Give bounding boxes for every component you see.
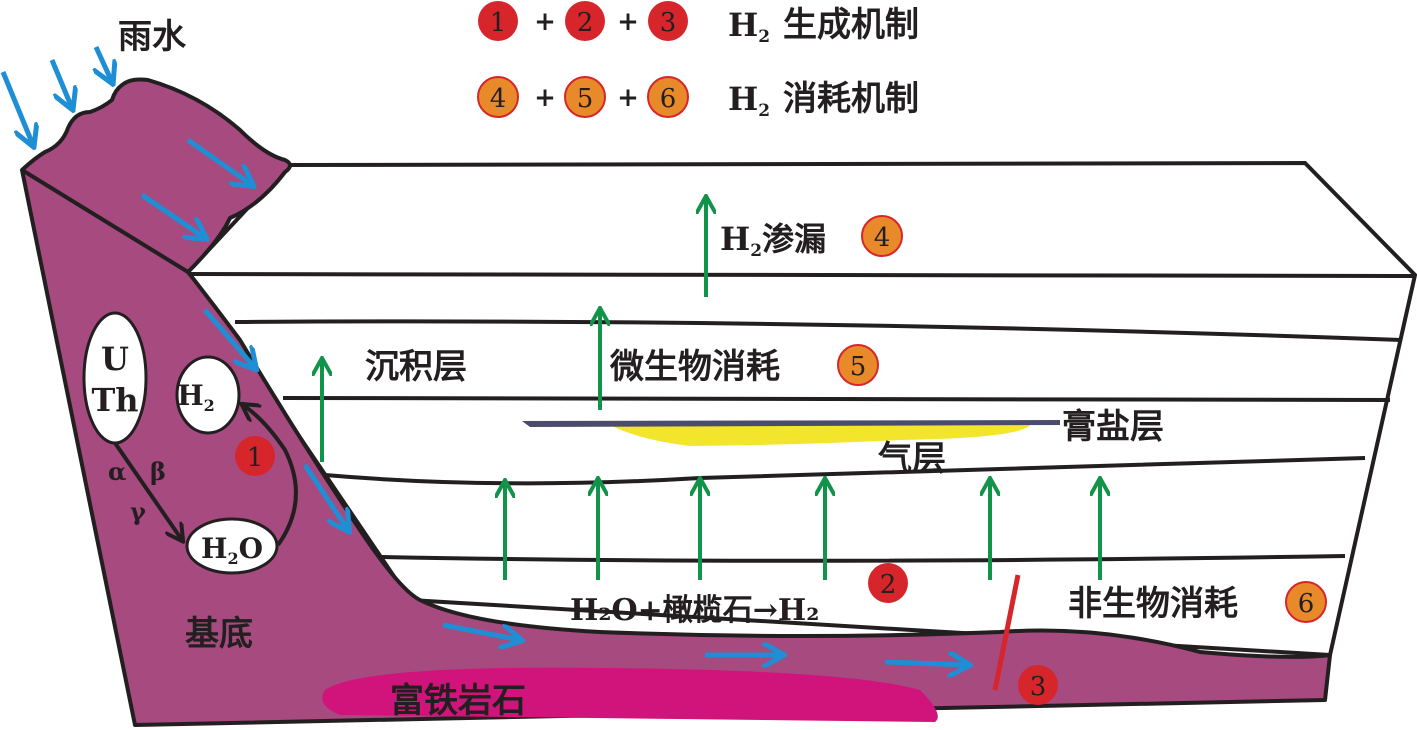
svg-text:5: 5	[577, 84, 594, 114]
svg-text:4: 4	[490, 84, 507, 114]
sediment-label: 沉积层	[365, 347, 467, 387]
layer-line-3	[324, 456, 1366, 486]
rain-label: 雨水	[118, 17, 187, 57]
svg-text:1: 1	[490, 8, 507, 38]
svg-text:4: 4	[874, 223, 891, 253]
h2-bubble	[175, 355, 241, 435]
svg-text:3: 3	[1030, 672, 1047, 702]
water-flow-arrow-icon	[140, 192, 205, 238]
layer-line-2	[282, 396, 1391, 402]
decay-arrow	[113, 441, 182, 540]
badge-6: 6	[1285, 581, 1327, 623]
abiotic-consumption-label: 非生物消耗	[1068, 584, 1238, 624]
block-top-edge	[187, 272, 1416, 278]
u-label: U	[101, 340, 129, 378]
svg-text:5: 5	[850, 352, 867, 382]
svg-text:+: +	[534, 7, 556, 37]
evaporite-layer	[522, 420, 1060, 427]
rain-arrows	[0, 45, 112, 145]
basement-label: 基底	[185, 614, 253, 654]
basement-edge	[20, 168, 190, 274]
legend-consumption: 4 + 5 + 6 H2 消耗机制	[477, 76, 919, 121]
h2o-bubble	[185, 517, 279, 575]
badge-1: 1	[235, 436, 275, 476]
serpentinization-reaction: H₂O+橄榄石→H₂	[570, 593, 819, 628]
microbial-consumption-label: 微生物消耗	[609, 347, 780, 387]
water-flow-arrow-icon	[302, 463, 348, 530]
iron-rich-rock	[322, 667, 938, 722]
rain-arrow-icon	[0, 71, 33, 145]
badge-2: 2	[868, 563, 908, 603]
gamma-label: γ	[130, 497, 146, 526]
th-label: Th	[91, 381, 138, 419]
badge-5: 5	[837, 344, 879, 386]
svg-text:2: 2	[880, 570, 897, 600]
water-flow-arrow-icon	[203, 308, 255, 368]
legend-generation: 1 + 2 + 3 H2 生成机制	[478, 1, 919, 47]
badge-3: 3	[1018, 665, 1058, 705]
svg-text:3: 3	[660, 8, 677, 38]
svg-text:6: 6	[660, 84, 677, 114]
gas-layer-label: 气层	[877, 439, 946, 479]
evaporite-label: 膏盐层	[1062, 407, 1164, 447]
alpha-label: α	[108, 457, 126, 486]
layer-line-1	[234, 319, 1401, 342]
gas-layer	[610, 425, 1030, 446]
leakage-label: H2渗漏	[720, 220, 826, 261]
iron-rich-rock-label: 富铁岩石	[390, 681, 526, 721]
svg-text:+: +	[617, 7, 639, 37]
water-flow-arrow-icon	[884, 662, 968, 665]
beta-label: β	[150, 457, 166, 486]
rain-arrow-icon	[49, 59, 72, 108]
svg-text:1: 1	[247, 443, 264, 473]
svg-text:6: 6	[1298, 589, 1315, 619]
svg-text:+: +	[534, 83, 556, 113]
fault-line	[992, 574, 1021, 691]
svg-text:+: +	[617, 83, 639, 113]
svg-text:生成机制: 生成机制	[783, 5, 919, 45]
badge-4: 4	[861, 215, 903, 257]
water-flow-arrow-icon	[186, 137, 252, 185]
basement	[20, 77, 1332, 727]
svg-text:2: 2	[577, 8, 594, 38]
svg-text:H2: H2	[728, 80, 770, 121]
water-flow-arrows	[140, 137, 968, 665]
rain-arrow-icon	[96, 45, 112, 82]
cycle-arrow	[243, 405, 298, 547]
h2o-bubble-label: H2O	[201, 532, 263, 568]
h2-bubble-label: H2	[177, 379, 215, 415]
u-th-bubble	[82, 311, 148, 445]
h2-migration-arrows	[322, 198, 1100, 580]
svg-text:消耗机制: 消耗机制	[783, 79, 919, 119]
water-flow-arrow-icon	[442, 622, 520, 640]
svg-text:H2: H2	[728, 6, 770, 47]
